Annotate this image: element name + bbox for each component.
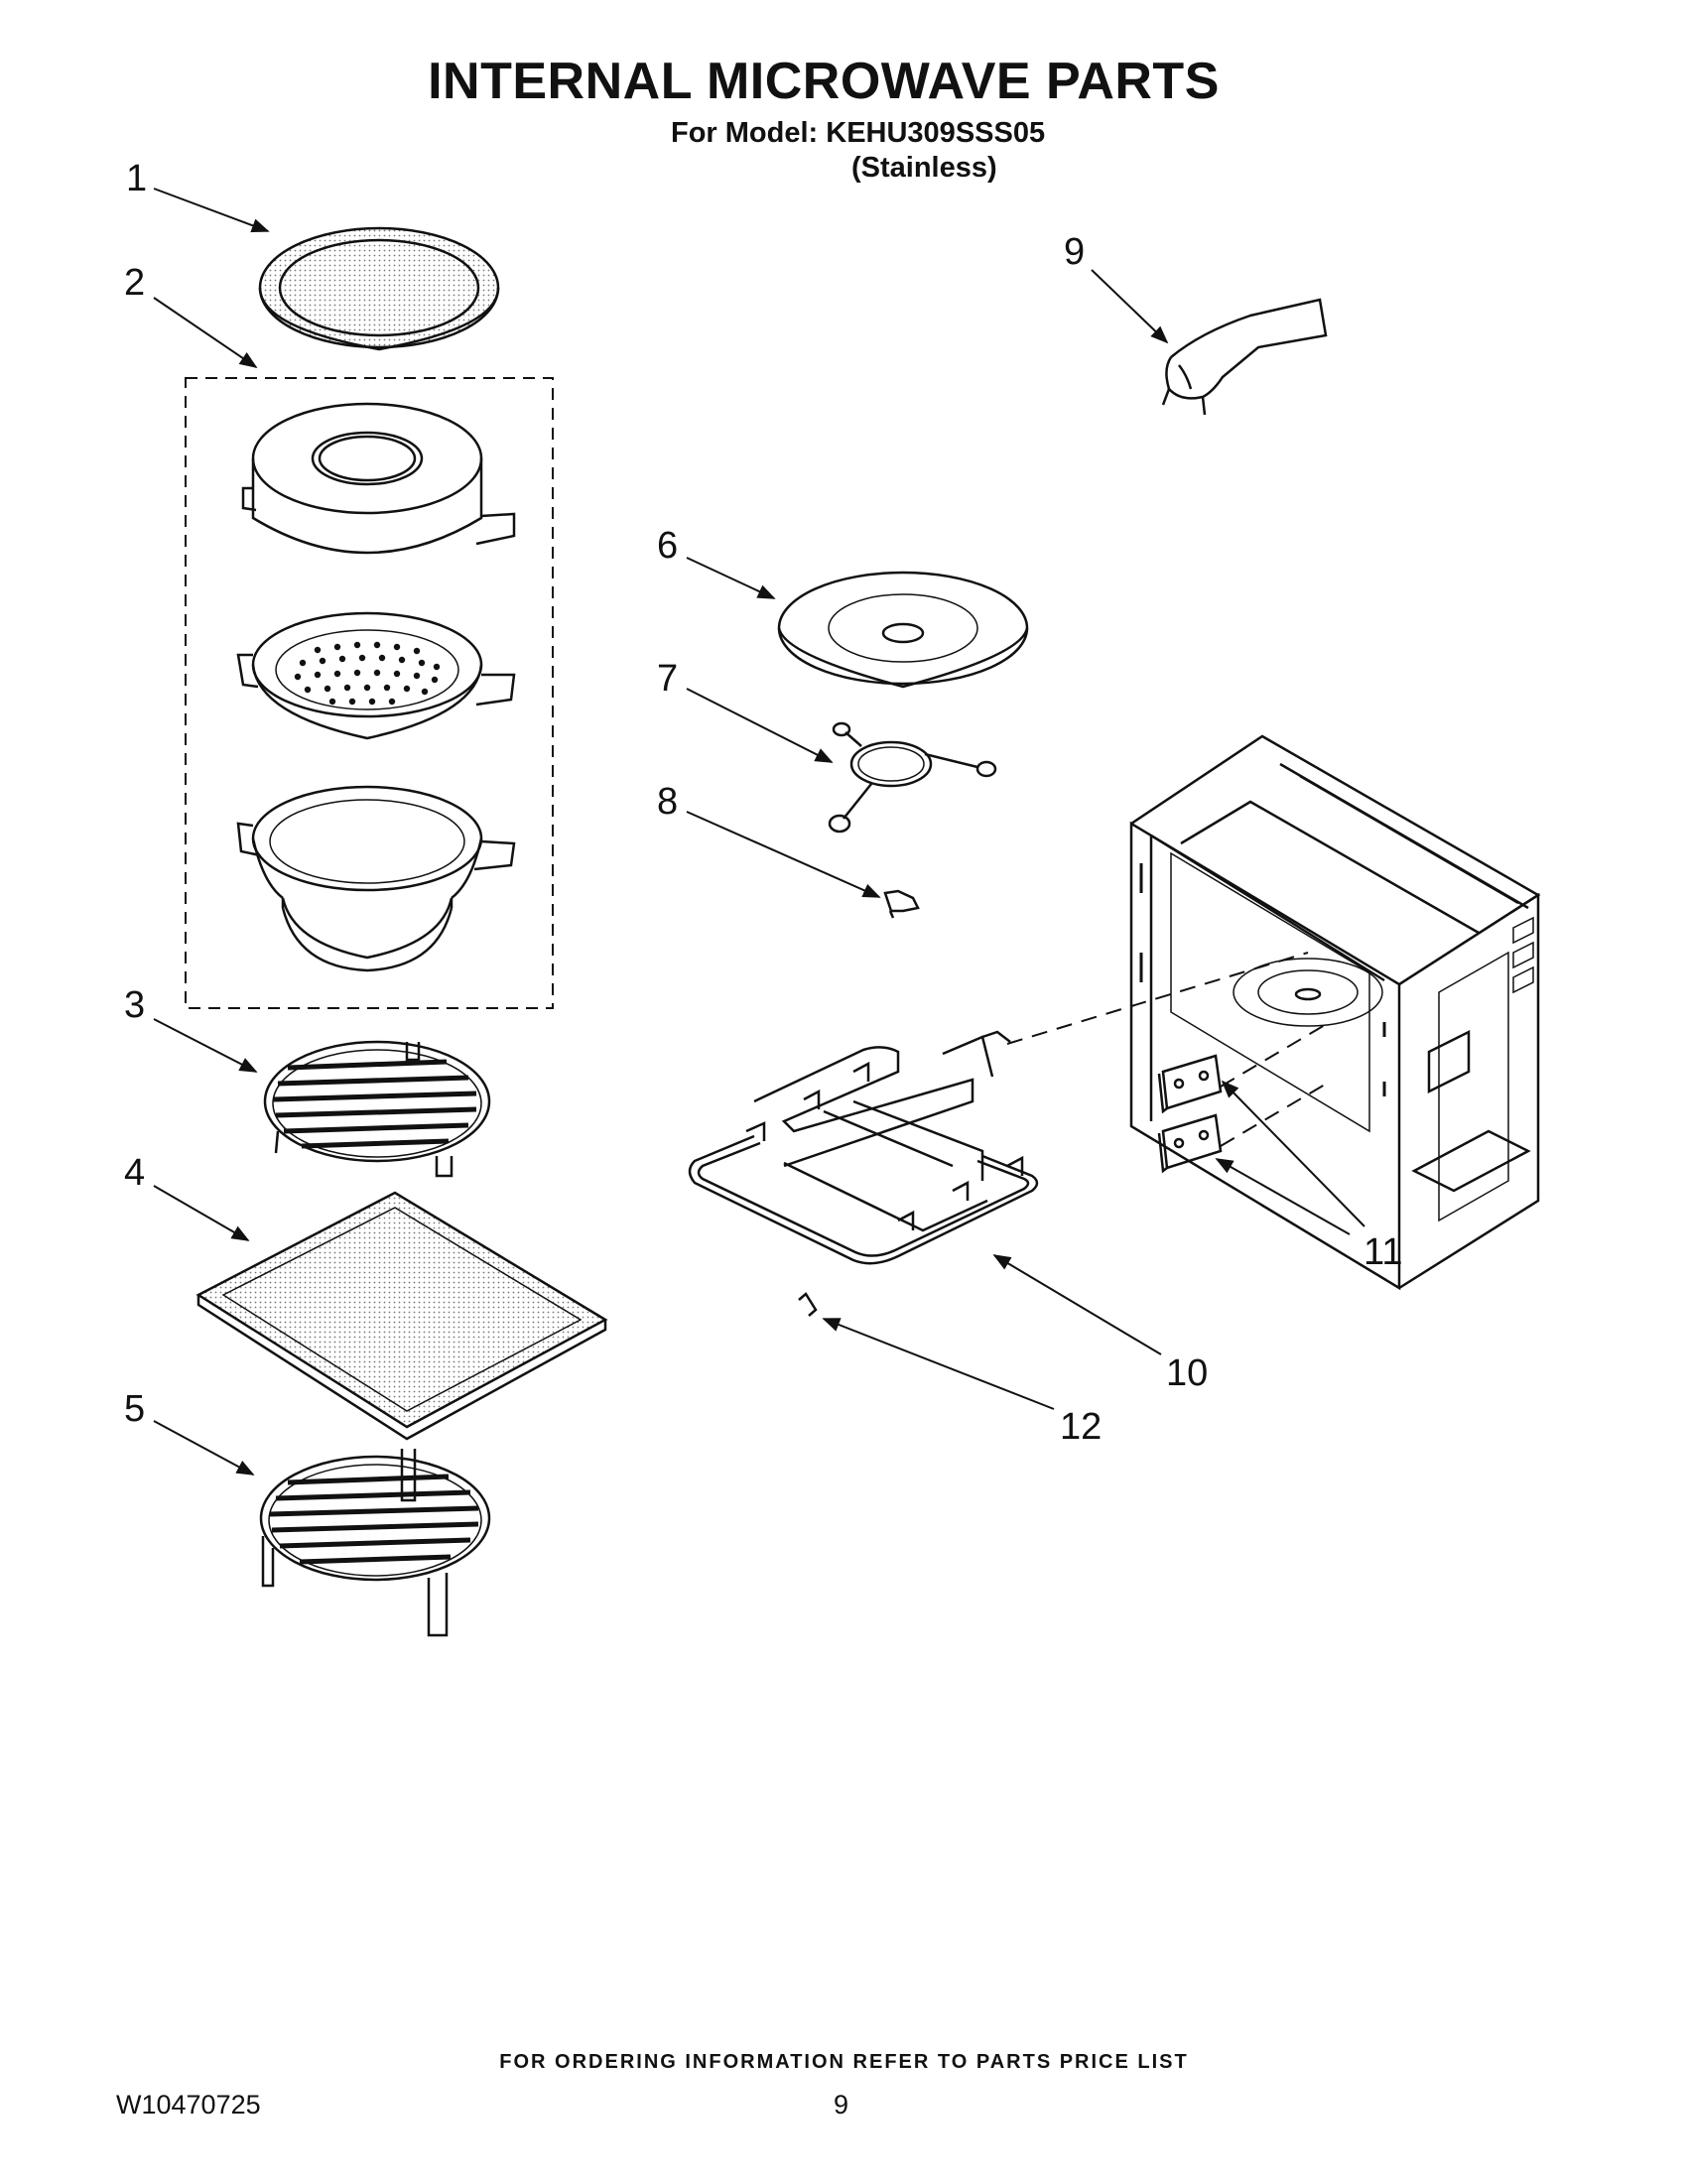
part-3-low-rack	[263, 1040, 491, 1178]
callout-3: 3	[124, 984, 145, 1026]
callout-10: 10	[1166, 1352, 1208, 1394]
part-2-steamer-basket	[236, 611, 516, 740]
part-8-coupler	[883, 889, 920, 919]
callout-numbers: 1 2 3 4 5 6 7 8 9 10 11 12	[124, 158, 1402, 1448]
page-title: INTERNAL MICROWAVE PARTS	[428, 53, 1220, 110]
part-2-group-outline	[185, 377, 554, 1009]
part-7-roller-ring	[828, 721, 997, 834]
part-2-steamer-bowl	[236, 785, 516, 972]
page-number: 9	[834, 2090, 849, 2120]
callout-11: 11	[1363, 1231, 1402, 1273]
part-10-heater	[688, 1030, 1039, 1265]
callout-6: 6	[657, 525, 678, 567]
part-4-tray	[195, 1191, 608, 1441]
callout-4: 4	[124, 1152, 145, 1194]
callout-8: 8	[657, 781, 678, 823]
model-variant: (Stainless)	[851, 152, 997, 184]
part-2-steamer-lid	[241, 402, 516, 555]
callout-7: 7	[657, 658, 678, 700]
callout-2: 2	[124, 262, 145, 304]
part-6-turntable	[777, 571, 1029, 689]
ordering-note: FOR ORDERING INFORMATION REFER TO PARTS …	[499, 2051, 1189, 2073]
part-12-clip	[798, 1292, 818, 1317]
part-11-mica-upper	[1157, 1054, 1223, 1114]
callout-1: 1	[126, 158, 147, 199]
part-11-mica-lower	[1157, 1113, 1223, 1174]
leader-lines	[153, 188, 1365, 1476]
document-number: W10470725	[116, 2090, 261, 2120]
part-1-cover	[258, 226, 500, 351]
callout-5: 5	[124, 1388, 145, 1430]
model-number: For Model: KEHU309SSS05	[671, 117, 1046, 149]
part-5-high-rack	[259, 1449, 491, 1637]
callout-12: 12	[1060, 1406, 1102, 1448]
oven-cavity	[1129, 734, 1541, 1291]
part-9-handle	[1161, 298, 1328, 416]
callout-9: 9	[1064, 231, 1085, 273]
assembly-lines	[1006, 952, 1331, 1147]
